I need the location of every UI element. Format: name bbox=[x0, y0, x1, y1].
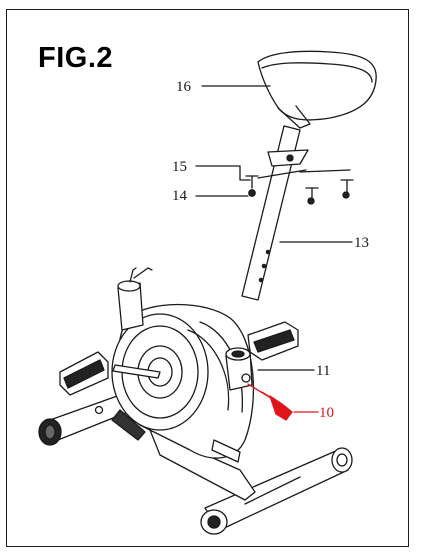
right-pedal bbox=[247, 321, 299, 361]
figure-title: FIG.2 bbox=[38, 42, 114, 74]
seat bbox=[257, 50, 377, 129]
callout-15: 15 bbox=[172, 159, 187, 175]
main-frame-bar bbox=[149, 429, 256, 501]
callout-14: 14 bbox=[172, 188, 188, 204]
diagram-frame bbox=[6, 9, 409, 547]
callout-10: 10 bbox=[319, 405, 334, 421]
crank-arm bbox=[112, 364, 161, 379]
flywheel-housing bbox=[111, 303, 254, 463]
callout-13: 13 bbox=[354, 235, 369, 251]
seat-tube-sleeve bbox=[225, 347, 253, 391]
callout-16: 16 bbox=[176, 79, 192, 95]
handlebar-post bbox=[117, 267, 153, 331]
left-pedal bbox=[59, 351, 109, 396]
seat-post bbox=[241, 125, 301, 301]
seat-bracket bbox=[267, 149, 309, 167]
rear-stabilizer bbox=[200, 447, 353, 535]
leader-15 bbox=[195, 165, 251, 181]
bolt-set-14 bbox=[245, 169, 354, 205]
callout-11: 11 bbox=[316, 363, 330, 379]
adjustment-knob bbox=[247, 383, 293, 421]
